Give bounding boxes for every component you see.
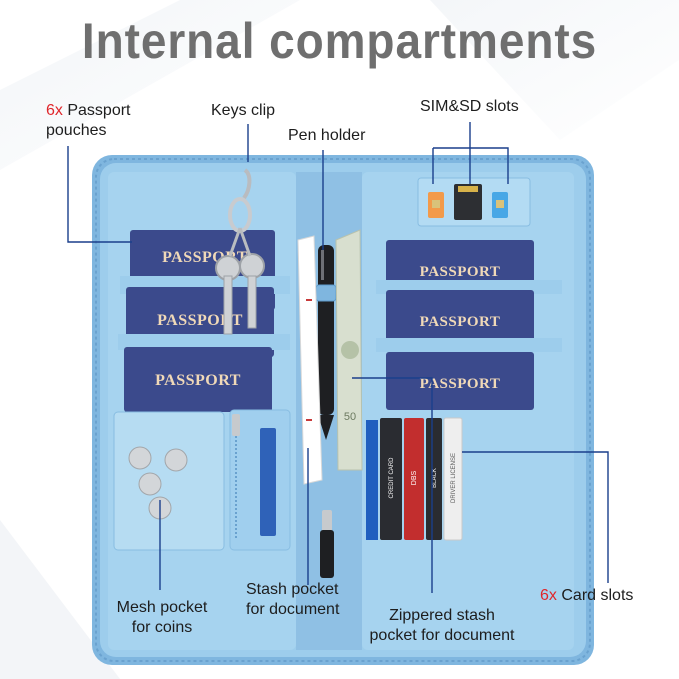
pen-holder-label: Pen holder (288, 127, 366, 144)
left-zipper-pull (232, 414, 240, 436)
blue-card-left (260, 428, 276, 536)
cards: CREDIT CARD BLACK DBS DRIVER LICENSE (366, 417, 463, 541)
passport-word-2: PASSPORT (157, 312, 243, 329)
stash-document (297, 235, 323, 485)
sim-sd-slots (417, 177, 531, 227)
card-slots-label: 6x Card slots (540, 586, 633, 606)
sim-sd-label: SIM&SD slots (420, 98, 519, 115)
card-label-license: DRIVER LICENSE (451, 453, 457, 503)
mesh-pocket (113, 411, 225, 551)
page-title: Internal compartments (81, 13, 598, 69)
passport-5 (386, 290, 534, 348)
zip-text-a: Zippered stash (389, 607, 495, 624)
stash-pocket-label: Stash pocket for document (246, 580, 366, 620)
card-count: 6x (540, 587, 557, 604)
stash-text-a: Stash pocket (246, 581, 339, 598)
zipper-pull-icon (320, 510, 334, 578)
card-label-credit: CREDIT CARD (389, 457, 395, 499)
right-passports: PASSPORT PASSPORT PASSPORT (376, 240, 562, 410)
mesh-text-b: for coins (131, 619, 193, 636)
banknote: 50 (335, 229, 363, 471)
card-label-dbs: DBS (411, 470, 418, 485)
passport-6 (386, 352, 534, 410)
passport-pouches-label: 6x Passport pouches (46, 101, 166, 141)
stash-text-b: for document (246, 601, 340, 618)
passport-word-5: PASSPORT (420, 314, 501, 330)
left-passports: PASSPORT PASSPORT PASSPORT (118, 230, 290, 412)
passport-word-6: PASSPORT (420, 376, 501, 392)
dbs-card (404, 418, 424, 540)
bill-denomination: 50 (344, 411, 356, 423)
mesh-pocket-label: Mesh pocket for coins (107, 598, 217, 638)
passport-3 (124, 347, 272, 412)
zippered-stash-label: Zippered stash pocket for document (352, 606, 532, 646)
passport-word-4: PASSPORT (420, 264, 501, 280)
passport-text-b: pouches (46, 122, 107, 139)
black-card (426, 418, 442, 540)
mesh-text-a: Mesh pocket (116, 599, 208, 616)
zip-text-b: pocket for document (369, 627, 515, 644)
passport-count: 6x (46, 102, 63, 119)
card-label-black: BLACK (432, 468, 438, 488)
card-text: Card slots (561, 587, 634, 604)
passport-word-3: PASSPORT (155, 372, 241, 389)
callout-lines (67, 122, 609, 593)
sd-card (454, 184, 482, 220)
keys-icon (215, 168, 265, 335)
driver-license-card (443, 417, 463, 541)
keys-clip-label: Keys clip (211, 102, 276, 119)
passport-text-a: Passport (67, 102, 131, 119)
pen-icon (315, 245, 337, 440)
credit-card (380, 418, 402, 540)
